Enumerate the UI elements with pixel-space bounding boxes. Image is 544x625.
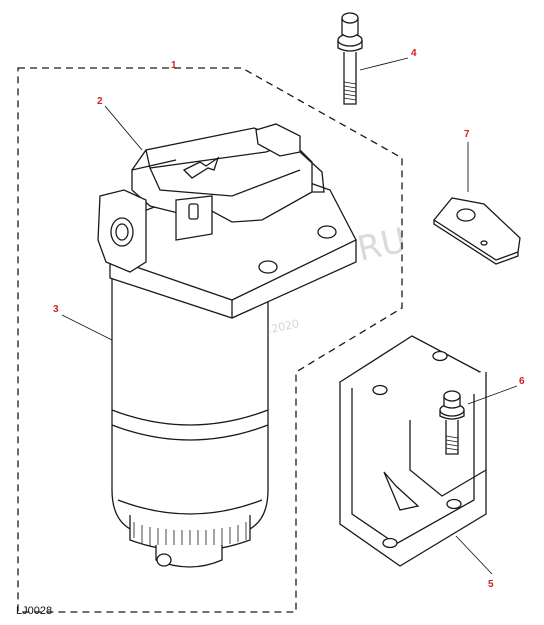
callouts: 1 2 3 4 5 6 7 [53,48,525,590]
callout-3: 3 [53,304,59,315]
leader-3 [61,314,113,341]
filter-element [111,269,269,568]
filter-head [97,123,357,319]
callout-2: 2 [97,96,103,107]
leader-6 [467,385,518,405]
callout-7: 7 [464,129,470,140]
leader-2 [104,105,143,151]
leader-4 [359,57,409,71]
leader-lines [61,57,518,575]
drawing-number: LJ0028 [16,605,52,617]
callout-4: 4 [411,48,417,59]
callout-6: 6 [519,376,525,387]
assembly-boundary [17,67,403,613]
head-bolt [337,12,363,105]
mounting-bracket [338,335,487,567]
callout-5: 5 [488,579,494,590]
bracket-bolt [439,390,465,455]
leader-5 [455,535,493,575]
gasket-plate [433,197,521,265]
callout-1: 1 [171,60,177,71]
